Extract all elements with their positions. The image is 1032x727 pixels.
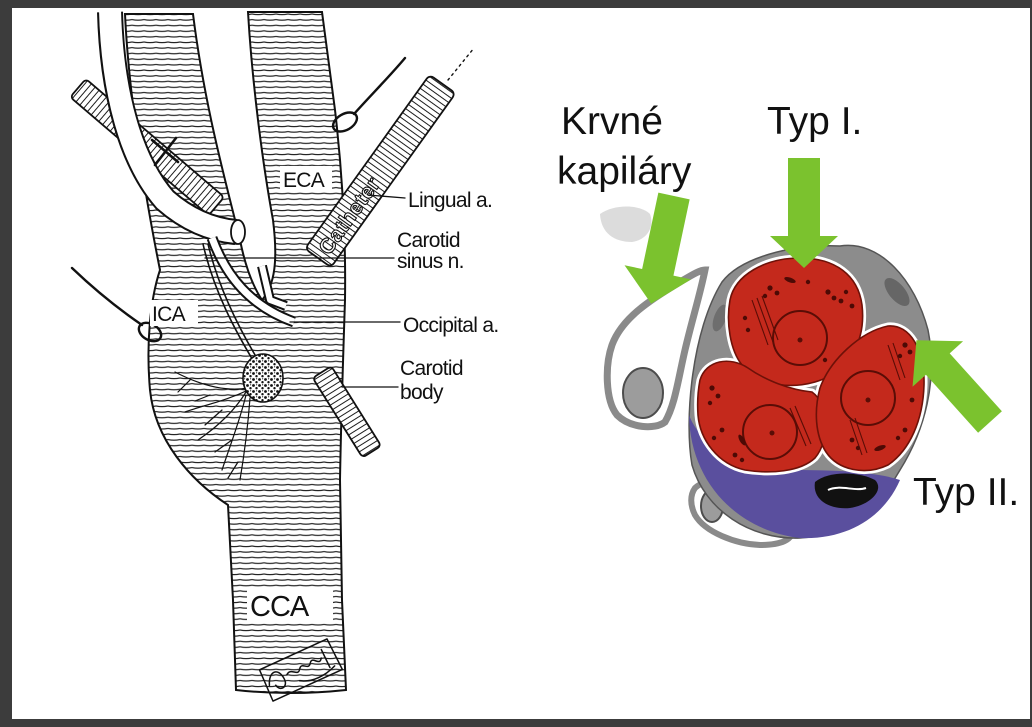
label-cca: CCA [250,591,310,623]
label-lingual-artery: Lingual a. [408,189,492,212]
label-type-1: Typ I. [767,100,862,143]
label-carotid-sinus-line1: Carotid [397,229,460,252]
carotid-body [243,354,283,402]
label-ica: ICA [152,303,186,326]
label-occipital-artery: Occipital a. [403,314,498,337]
label-capillaries-line1: Krvné [561,100,663,143]
label-capillaries-line2: kapiláry [557,150,692,193]
label-eca: ECA [283,169,325,192]
label-carotid-body-line1: Carotid [400,357,463,380]
label-carotid-sinus-line2: sinus n. [397,250,464,273]
endothelial-nucleus [623,368,663,418]
label-type-2: Typ II. [913,471,1019,514]
label-carotid-body-line2: body [400,381,444,404]
